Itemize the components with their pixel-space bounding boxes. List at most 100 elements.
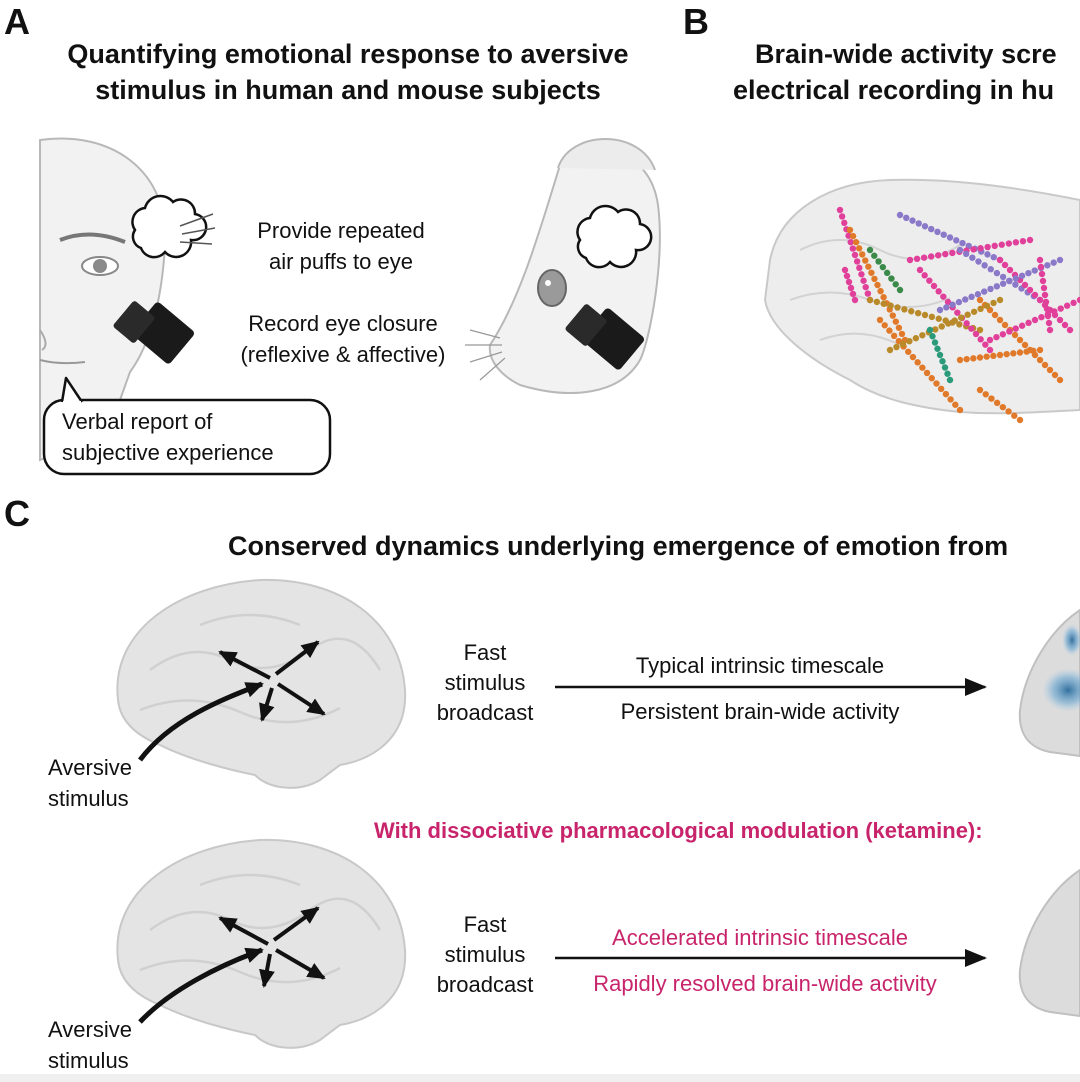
electrode-contact (945, 320, 952, 327)
broadcast-normal-line1: Fast (463, 640, 507, 665)
electrode-contact (865, 263, 872, 270)
electrode-contact (1026, 236, 1034, 244)
electrode-contact (888, 275, 895, 282)
electrode-contact (1041, 361, 1049, 369)
electrode-contact (993, 283, 1001, 290)
electrode-contact (996, 351, 1004, 359)
electrode-contact (1021, 341, 1029, 349)
electrode-contact (1006, 266, 1014, 274)
electrode-contact (893, 343, 900, 351)
electrode-contact (1010, 350, 1017, 357)
electrode-contact (1026, 286, 1034, 294)
airpuff-instruction: Provide repeated air puffs to eye (226, 215, 456, 277)
electrode-contact (1012, 325, 1019, 332)
electrode-contact (1046, 366, 1054, 374)
electrode-contact (1012, 275, 1019, 282)
electrode-tracks (836, 206, 1080, 424)
electrode-contact (983, 302, 991, 310)
electrode-contact (990, 253, 997, 261)
electrode-contact (947, 396, 954, 403)
electrode-contact (1041, 291, 1049, 299)
electrode-contact (970, 308, 978, 315)
electrode-contact (1045, 319, 1053, 327)
electrode-contact (836, 206, 844, 214)
electrode-contact (934, 345, 941, 352)
stimulus-arrow-ketamine (138, 947, 264, 1024)
electrode-contact (986, 336, 994, 344)
electrode-contact (1005, 240, 1013, 247)
electrode-contact (894, 304, 901, 311)
electrode-contact (949, 301, 956, 308)
electrode-contact (886, 327, 893, 334)
electrode-contact (1043, 305, 1051, 313)
electrode-contact (944, 298, 952, 306)
electrode-contact (1016, 416, 1024, 424)
electrode-contact (880, 300, 887, 307)
broadcast-label-ketamine: Fast stimulus broadcast (425, 910, 545, 1000)
electrode-contact (1025, 319, 1032, 327)
record-line1: Record eye closure (248, 311, 438, 336)
electrode-contact (1051, 308, 1058, 315)
electrode-contact (990, 352, 997, 360)
electrode-contact (1036, 356, 1044, 364)
electrode-contact (998, 241, 1005, 248)
electrode-contact (936, 351, 944, 359)
electrode-contact (846, 226, 854, 234)
electrode-contact (953, 237, 960, 244)
electrode-contact (1038, 313, 1045, 321)
electrode-contact (887, 302, 894, 309)
electrode-contact (1025, 269, 1032, 277)
electrode-contact (935, 315, 942, 322)
electrode-contact (991, 242, 998, 250)
electrode-contact (940, 293, 947, 300)
electrode-contact (981, 288, 988, 295)
broadcast-normal-line3: broadcast (436, 700, 534, 725)
electrode-contact (914, 309, 922, 317)
electrode-contact (876, 316, 884, 324)
broadcast-ketamine-line1: Fast (463, 912, 507, 937)
electrode-contact (946, 376, 954, 384)
electrode-contact (963, 320, 970, 327)
electrode-contact (1030, 347, 1037, 355)
electrode-contact (1039, 277, 1047, 285)
electrode-contact (919, 332, 926, 339)
electrode-contact (956, 356, 964, 364)
electrode-contact (996, 256, 1004, 264)
stimulus-label-normal: Aversive stimulus (48, 752, 132, 814)
electrode-contact (1016, 336, 1024, 344)
arrow-top-label-normal: Typical intrinsic timescale (635, 653, 885, 678)
brain-ketamine-illustration (116, 838, 407, 1049)
electrode-contact (1038, 270, 1046, 278)
electrode-contact (1070, 299, 1077, 307)
electrode-contact (1061, 321, 1069, 329)
electrode-contact (1019, 237, 1027, 245)
stimulus-label-ketamine: Aversive stimulus (48, 1014, 132, 1076)
electrode-contact (939, 358, 946, 365)
electrode-contact (859, 251, 866, 258)
electrode-contact (866, 246, 874, 254)
mouse-camera-icon (565, 304, 645, 370)
panel-b-title-line1: Brain-wide activity scre (755, 39, 1057, 69)
electrode-contact (845, 278, 853, 286)
electrode-contact (930, 282, 938, 290)
electrode-contact (951, 317, 958, 324)
electrode-contact (849, 232, 857, 240)
electrode-contact (962, 296, 969, 303)
electrode-contact (959, 239, 966, 247)
electrode-contact (1042, 298, 1050, 306)
electrode-contact (1001, 321, 1009, 329)
electrode-contact (1036, 296, 1044, 304)
brain-activity-normal-partial (1018, 608, 1080, 758)
electrode-contact (905, 348, 912, 355)
electrode-contact (1001, 261, 1009, 269)
electrode-contact (1016, 349, 1024, 356)
electrode-contact (993, 333, 1000, 341)
electrode-contact (999, 273, 1007, 281)
electrode-contact (899, 340, 907, 348)
airpuff-line1: Provide repeated (257, 218, 425, 243)
electrode-contact (999, 331, 1007, 338)
electrode-contact (858, 271, 865, 278)
panel-a-title: Quantifying emotional response to aversi… (38, 36, 658, 108)
electrode-contact (855, 245, 863, 252)
